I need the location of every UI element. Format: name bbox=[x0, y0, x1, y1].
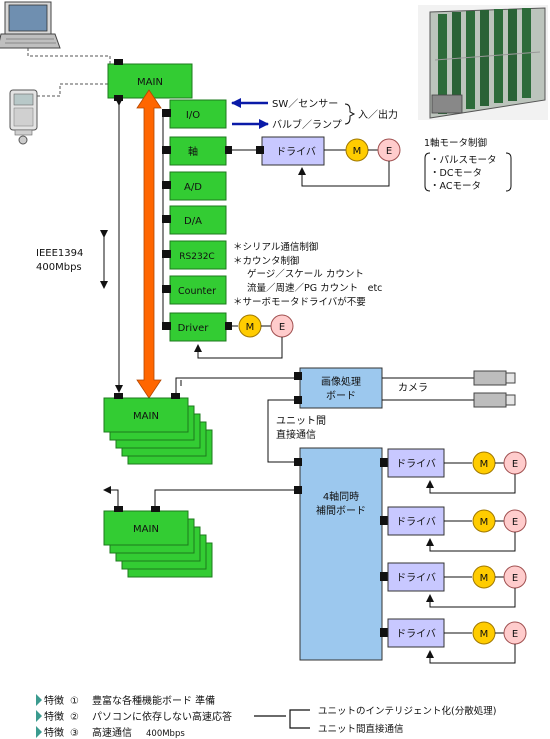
pc-link bbox=[27, 48, 111, 64]
feature-3-num: ③ bbox=[70, 728, 79, 739]
axis-encoder-label: E bbox=[386, 146, 392, 157]
module-driver: Driver bbox=[162, 312, 232, 342]
summary-1: ユニットのインテリジェント化(分散処理) bbox=[318, 705, 496, 717]
feature-3: 特徴 ③ 高速通信 400Mbps bbox=[36, 726, 185, 739]
laptop-icon bbox=[0, 1, 61, 49]
note-gauge: ゲージ／スケール カウント bbox=[247, 268, 364, 280]
module-rs232c: RS232C bbox=[162, 240, 227, 270]
signal-valve-lamp: バルブ／ランプ bbox=[272, 118, 342, 131]
axis-control-pulse: ・パルスモータ bbox=[430, 155, 497, 166]
axis-driver-box: ドライバ bbox=[256, 136, 325, 166]
note-serial: ＊シリアル通信制御 bbox=[233, 241, 318, 253]
axis-control-ac: ・ACモータ bbox=[430, 181, 481, 192]
interp-driver-label-3: ドライバ bbox=[396, 572, 436, 584]
main-low-label: MAIN bbox=[133, 524, 159, 535]
axis-control-title: 1軸モータ制御 bbox=[424, 137, 487, 149]
interp-driver-label-1: ドライバ bbox=[396, 458, 436, 470]
interp-encoder-label-1: E bbox=[512, 459, 518, 470]
module-counter: Counter bbox=[162, 275, 227, 305]
note-counter: ＊カウンタ制御 bbox=[233, 255, 300, 267]
note-flow: 流量／周速／PG カウント etc bbox=[247, 282, 382, 294]
camera-icon-1 bbox=[473, 370, 516, 386]
feature-3-sub: 400Mbps bbox=[146, 729, 185, 739]
module-io-label: I/O bbox=[186, 110, 200, 121]
feature-2-num: ② bbox=[70, 712, 79, 723]
interp-driver-label-2: ドライバ bbox=[396, 516, 436, 528]
interp-axis-row-4: ドライバ M E bbox=[380, 618, 527, 664]
signal-io-label: 入／出力 bbox=[358, 108, 398, 121]
driver-motor: M bbox=[238, 314, 262, 338]
interp-axis-row-1: ドライバ M E bbox=[380, 448, 527, 494]
ieee-label: IEEE1394 bbox=[36, 248, 83, 259]
interp-motor-label-1: M bbox=[480, 459, 489, 470]
interp-board-line2: 補間ボード bbox=[316, 504, 366, 517]
driver-encoder-label: E bbox=[279, 322, 285, 333]
feature-3-text: 高速通信 bbox=[92, 726, 132, 739]
interp-motor-label-4: M bbox=[480, 629, 489, 640]
feature-1-text: 豊富な各種機能ボード 準備 bbox=[92, 694, 215, 707]
axis-motor-label: M bbox=[353, 146, 362, 157]
teaching-pendant-icon bbox=[9, 89, 38, 145]
camera-icon-2 bbox=[473, 392, 516, 408]
feature-2: 特徴 ② パソコンに依存しない高速応答 bbox=[36, 710, 232, 723]
module-axis: 軸 bbox=[162, 136, 232, 166]
module-axis-label: 軸 bbox=[188, 145, 198, 158]
feature-1-label: 特徴 bbox=[44, 694, 64, 707]
interp-encoder-label-2: E bbox=[512, 517, 518, 528]
interp-motor-label-2: M bbox=[480, 517, 489, 528]
module-da-label: D/A bbox=[184, 216, 202, 227]
driver-motor-label: M bbox=[246, 322, 255, 333]
summary-2: ユニット間直接通信 bbox=[318, 723, 404, 735]
image-board-line2: ボード bbox=[326, 390, 356, 402]
unit-comm-line1: ユニット間 bbox=[276, 415, 326, 427]
main-unit-mid-stack: MAIN bbox=[103, 393, 213, 465]
module-driver-label: Driver bbox=[178, 323, 210, 334]
note-servo: ＊サーボモータドライバが不要 bbox=[233, 296, 366, 308]
board-rack-photo bbox=[418, 5, 548, 120]
interp-axis-row-2: ドライバ M E bbox=[380, 506, 527, 552]
feature-2-label: 特徴 bbox=[44, 710, 64, 723]
interp-driver-label-4: ドライバ bbox=[396, 628, 436, 640]
signal-sw-sensor: SW／センサー bbox=[272, 98, 338, 110]
feature-3-label: 特徴 bbox=[44, 726, 64, 739]
module-counter-label: Counter bbox=[178, 286, 216, 297]
module-ad: A/D bbox=[162, 171, 227, 201]
module-ad-label: A/D bbox=[184, 182, 202, 193]
interp-encoder-label-4: E bbox=[512, 629, 518, 640]
feature-2-text: パソコンに依存しない高速応答 bbox=[92, 710, 232, 723]
image-board-line1: 画像処理 bbox=[321, 375, 361, 388]
orange-bus-arrow bbox=[136, 89, 162, 399]
module-rs232c-label: RS232C bbox=[179, 252, 214, 262]
axis-encoder: E bbox=[377, 138, 401, 162]
interp-axis-row-3: ドライバ M E bbox=[380, 562, 527, 608]
interpolation-board: 4軸同時 補間ボード bbox=[294, 447, 383, 661]
interp-board-line1: 4軸同時 bbox=[323, 490, 359, 503]
feature-1: 特徴 ① 豊富な各種機能ボード 準備 bbox=[36, 694, 215, 707]
module-da: D/A bbox=[162, 205, 227, 235]
feature-1-num: ① bbox=[70, 696, 79, 707]
interp-motor-label-3: M bbox=[480, 573, 489, 584]
driver-encoder: E bbox=[270, 314, 294, 338]
image-processing-board: 画像処理 ボード bbox=[294, 367, 383, 409]
axis-control-dc: ・DCモータ bbox=[430, 168, 482, 179]
main-mid-label: MAIN bbox=[133, 411, 159, 422]
axis-driver-label: ドライバ bbox=[276, 146, 316, 158]
ieee-speed-label: 400Mbps bbox=[36, 262, 82, 273]
unit-comm-line2: 直接通信 bbox=[276, 428, 316, 441]
main-unit-low-stack: MAIN bbox=[103, 506, 213, 578]
pendant-link bbox=[37, 83, 108, 97]
camera-label: カメラ bbox=[398, 382, 428, 394]
module-io: I/O bbox=[162, 99, 227, 129]
main-top-label: MAIN bbox=[137, 77, 163, 88]
axis-motor: M bbox=[345, 138, 369, 162]
interp-encoder-label-3: E bbox=[512, 573, 518, 584]
